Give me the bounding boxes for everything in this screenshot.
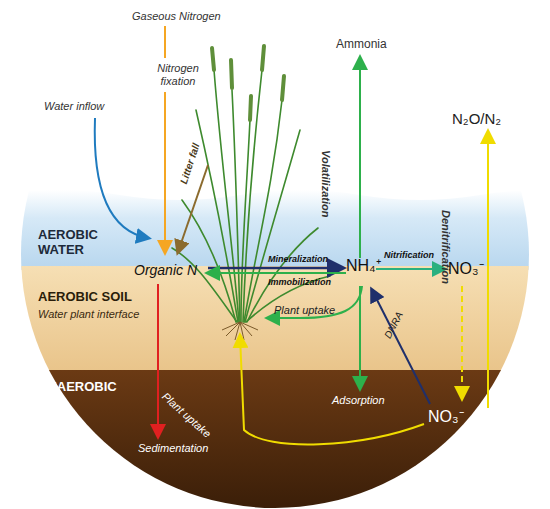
zone-band: AEROBIC WATER [38,228,118,258]
zone-heading: ANAEROBIC SOIL [38,380,128,410]
species-label: N₂O/N₂ [452,110,501,127]
zone-band: ANAEROBIC SOIL [38,380,128,410]
process-label: Gaseous Nitrogen [132,10,221,23]
zone-band: AEROBIC SOIL Water plant interface [38,290,139,321]
process-label: Nitrogen fixation [148,62,208,87]
process-label: Adsorption [332,394,385,407]
species-label: NO₃⁻ [428,408,464,426]
process-label: Volatilization [319,150,332,217]
zone-heading: AEROBIC SOIL [38,290,139,305]
process-label: Plant uptake [274,304,335,317]
species-label: Ammonia [336,38,387,52]
species-label: NO₃⁻ [448,260,484,278]
process-label: Water inflow [44,100,104,113]
process-label: Immobilization [268,277,331,287]
process-label: Nitrification [384,250,434,260]
process-label: Sedimentation [138,442,208,455]
zone-heading: AEROBIC WATER [38,228,118,258]
species-label: NH₄⁺ [346,257,381,275]
species-label: Organic N [134,262,197,278]
zone-note: Water plant interface [38,308,139,321]
process-label: Mineralization [268,254,328,264]
